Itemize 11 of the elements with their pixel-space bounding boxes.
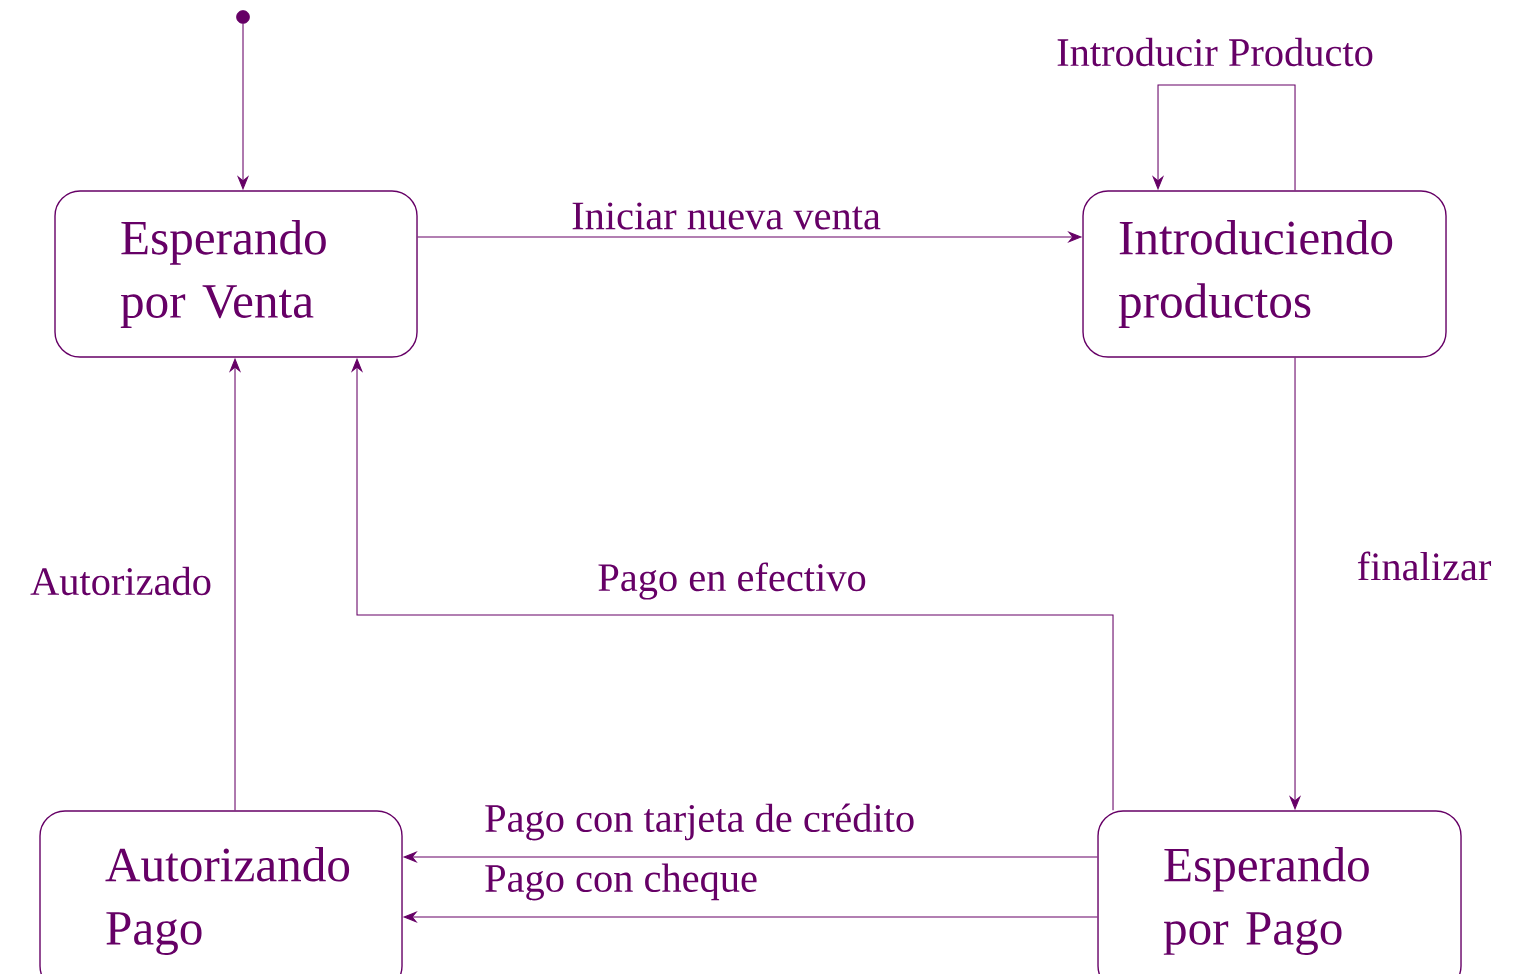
state-box: Autorizando Pago — [39, 810, 403, 974]
state-box: Esperando por Venta — [54, 190, 418, 358]
edge-label: Pago con cheque — [485, 863, 757, 901]
edge-label: Autorizado — [30, 566, 211, 596]
edge-label: Iniciar nueva venta — [572, 202, 881, 230]
state-box: Esperando por Pago — [1097, 810, 1462, 974]
edge-label: finalizar — [1357, 551, 1492, 581]
edge-label: Pago en efectivo — [598, 562, 866, 600]
edge-label: Introducir Producto — [1057, 37, 1373, 67]
state-box: Introduciendo productos — [1082, 190, 1447, 358]
edge-label: Pago con tarjeta de crédito — [485, 803, 914, 841]
